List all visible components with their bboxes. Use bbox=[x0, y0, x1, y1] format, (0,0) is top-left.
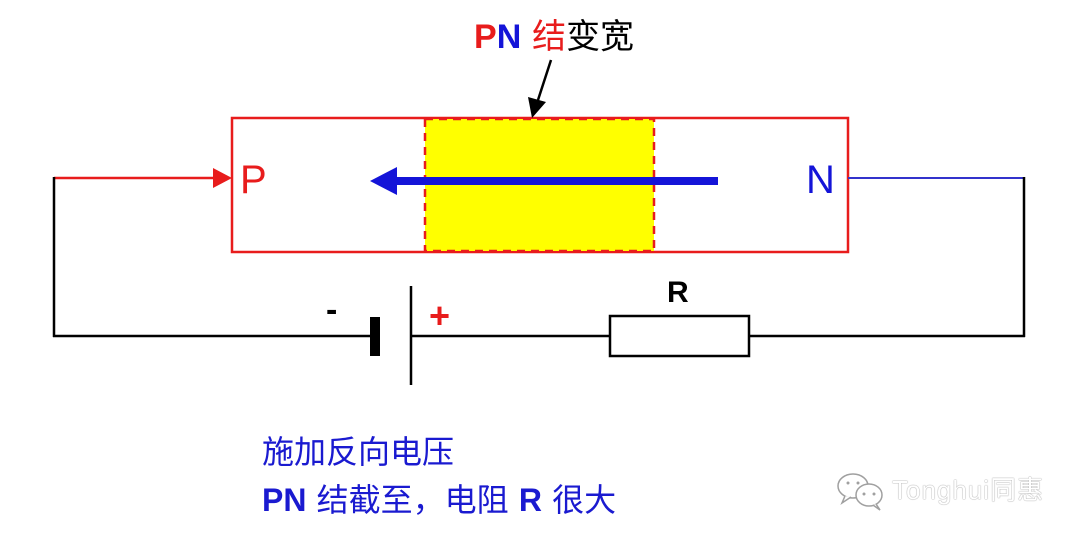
left-arrow-icon bbox=[370, 167, 718, 195]
caption-text-a: 结截至，电阻 bbox=[306, 481, 519, 519]
battery-positive-label: + bbox=[429, 295, 451, 336]
n-region-label: N bbox=[806, 158, 835, 202]
battery-symbol bbox=[370, 286, 413, 385]
wechat-icon bbox=[837, 473, 883, 511]
battery-negative-label: - bbox=[326, 291, 338, 329]
right-arrow-icon bbox=[213, 168, 232, 188]
caption-line-1: 施加反向电压 bbox=[262, 433, 455, 471]
title-rest: 变宽 bbox=[566, 17, 635, 57]
watermark-text: Tonghui同惠 bbox=[892, 475, 1045, 505]
callout-arrow-icon bbox=[528, 59, 553, 118]
title-pn: P bbox=[474, 18, 497, 56]
resistor-symbol bbox=[608, 314, 751, 358]
resistor-label: R bbox=[667, 276, 689, 309]
caption-pn: PN bbox=[262, 482, 307, 518]
battery-negative-plate bbox=[370, 317, 380, 356]
caption-text-b: 很大 bbox=[541, 481, 617, 519]
caption-line-2: PN 结截至，电阻 R 很大 bbox=[262, 484, 616, 516]
title-n-highlight: N bbox=[496, 18, 522, 56]
title-jie: 结 bbox=[532, 17, 567, 57]
p-region-label: P bbox=[240, 158, 267, 202]
diagram-title: PN 结变宽 bbox=[474, 20, 634, 54]
caption-r: R bbox=[518, 482, 542, 518]
